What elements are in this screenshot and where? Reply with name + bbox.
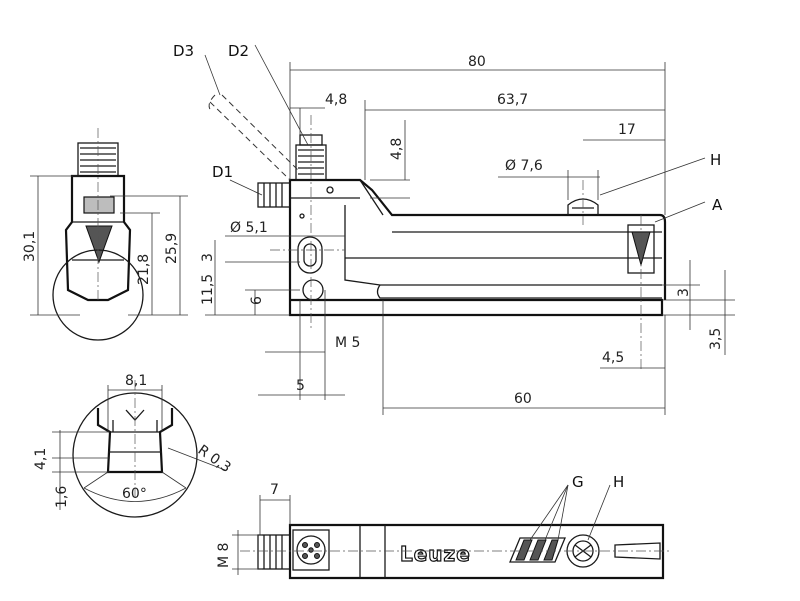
main-dimension-text: 80 4,8 63,7 17 4,8 Ø 7,6 Ø 5,1 3 11,5 6 … — [173, 42, 724, 407]
dim-diameter-7-6: Ø 7,6 — [505, 158, 543, 174]
label-d3: D3 — [173, 42, 194, 60]
label-a: A — [712, 196, 723, 214]
dim-1-6: 1,6 — [54, 486, 70, 508]
dim-3-left: 3 — [200, 253, 216, 262]
main-side-view — [208, 94, 667, 370]
left-end-view: 30,1 21,8 25,9 — [22, 128, 188, 341]
dim-21-8: 21,8 — [136, 254, 152, 285]
dim-25-9: 25,9 — [164, 233, 180, 264]
dim-4-5: 4,5 — [602, 350, 624, 366]
dim-11-5: 11,5 — [200, 274, 216, 305]
dim-6: 6 — [249, 296, 265, 305]
dim-m8: M 8 — [216, 543, 232, 568]
dim-60-degrees: 60° — [122, 486, 147, 502]
dim-5: 5 — [296, 378, 305, 394]
dim-3-right: 3 — [676, 288, 692, 297]
label-d1: D1 — [212, 163, 233, 181]
dim-4-8-top: 4,8 — [325, 92, 347, 108]
label-h-bottom: H — [613, 473, 624, 491]
label-h-top: H — [710, 151, 721, 169]
dim-8-1: 8,1 — [125, 373, 147, 389]
dim-diameter-5-1: Ø 5,1 — [230, 220, 268, 236]
dim-7: 7 — [270, 482, 279, 498]
dim-r0-3: R 0,3 — [195, 442, 234, 476]
main-dimensions — [204, 44, 735, 415]
top-view: Leuze 7 M 8 G H — [216, 473, 670, 580]
brand-logo: Leuze — [400, 542, 471, 566]
dim-4-1: 4,1 — [33, 448, 49, 470]
dim-63-7: 63,7 — [497, 92, 528, 108]
dim-80: 80 — [468, 54, 486, 70]
dim-60: 60 — [514, 391, 532, 407]
dim-17: 17 — [618, 122, 636, 138]
dim-3-5: 3,5 — [708, 328, 724, 350]
dim-m5: M 5 — [335, 335, 360, 351]
dim-30-1: 30,1 — [22, 231, 38, 262]
label-d2: D2 — [228, 42, 249, 60]
label-g: G — [572, 473, 584, 491]
detail-view: 8,1 4,1 1,6 60° R 0,3 — [33, 373, 234, 518]
dim-4-8-vertical: 4,8 — [389, 138, 405, 160]
